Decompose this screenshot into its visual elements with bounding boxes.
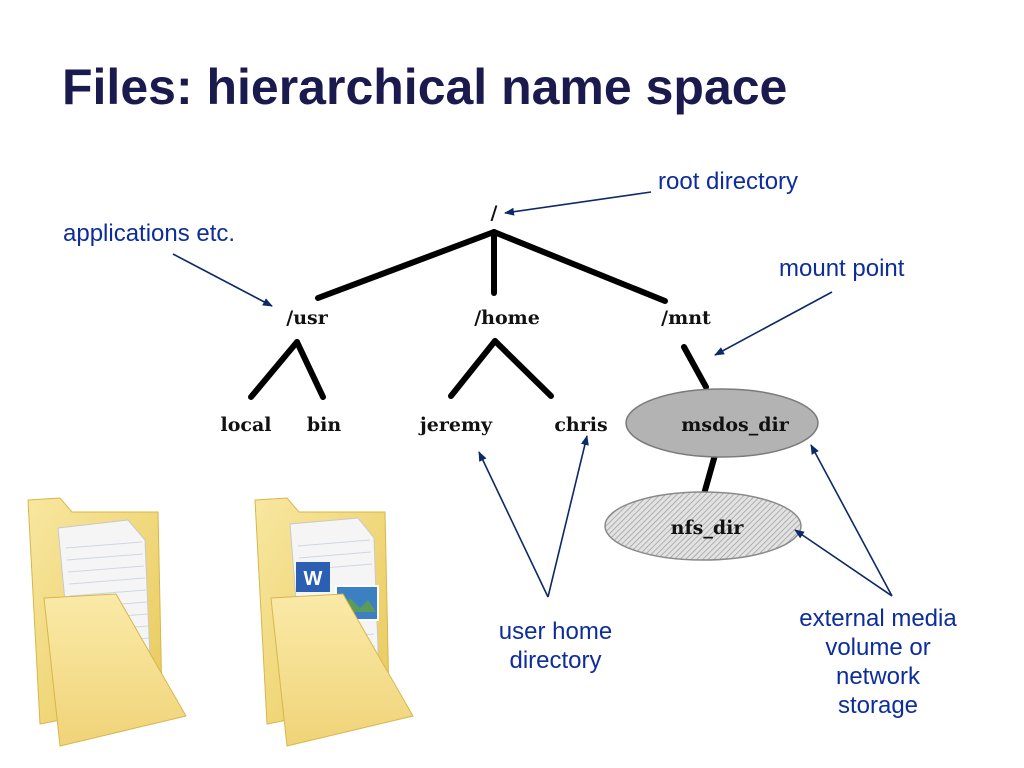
edge-msdos-nfs: [701, 452, 718, 497]
node-mnt: /mnt: [661, 307, 711, 329]
arrow-external-nfs: [794, 529, 893, 597]
node-root: /: [491, 202, 498, 224]
msdos-dir-volume: [625, 388, 819, 458]
folder-with-word-document-icon: W: [254, 497, 414, 747]
arrow-applications: [172, 253, 273, 307]
arrow-user-home-chris: [547, 435, 589, 598]
node-bin: bin: [307, 414, 342, 436]
edge-root-mnt: [491, 229, 668, 304]
edge-home-chris: [492, 338, 554, 399]
node-home: /home: [474, 307, 540, 329]
edge-usr-bin: [294, 339, 326, 400]
node-usr: /usr: [286, 307, 328, 329]
arrow-root-directory: [504, 191, 652, 216]
callout-user-home-line: directory: [509, 647, 602, 674]
edge-mnt-msdos: [681, 344, 709, 390]
callout-external-media-line: network: [835, 663, 921, 690]
arrow-mount-point: [714, 291, 833, 356]
edge-root-usr: [315, 229, 497, 301]
node-local: local: [221, 414, 272, 436]
callout-root-directory: root directory: [658, 168, 799, 195]
callout-user-home-line: user home: [498, 618, 613, 645]
callout-applications: applications etc.: [63, 220, 236, 247]
callout-mount-point: mount point: [779, 255, 905, 282]
node-jeremy: jeremy: [418, 414, 493, 436]
callout-external-media-line: storage: [837, 692, 919, 719]
callout-external-media-line: external media: [799, 605, 957, 632]
folder-with-document-icon: [27, 497, 187, 747]
node-nfs-dir: nfs_dir: [671, 517, 745, 539]
callout-external-media: external media volume or network storage: [770, 604, 986, 720]
arrow-user-home-jeremy: [478, 451, 549, 598]
callout-external-media-line: volume or: [825, 634, 931, 661]
callout-user-home: user home directory: [468, 617, 643, 675]
arrow-external-msdos: [810, 444, 893, 597]
edge-usr-local: [248, 339, 300, 400]
word-logo-icon: [296, 562, 330, 592]
slide-title: Files: hierarchical name space: [62, 59, 788, 115]
node-msdos-dir: msdos_dir: [681, 414, 789, 436]
edge-home-jeremy: [448, 338, 498, 399]
svg-text:W: W: [304, 568, 323, 590]
nfs-dir-volume: [604, 491, 802, 561]
tree-edges: [248, 229, 718, 497]
node-chris: chris: [554, 414, 607, 436]
